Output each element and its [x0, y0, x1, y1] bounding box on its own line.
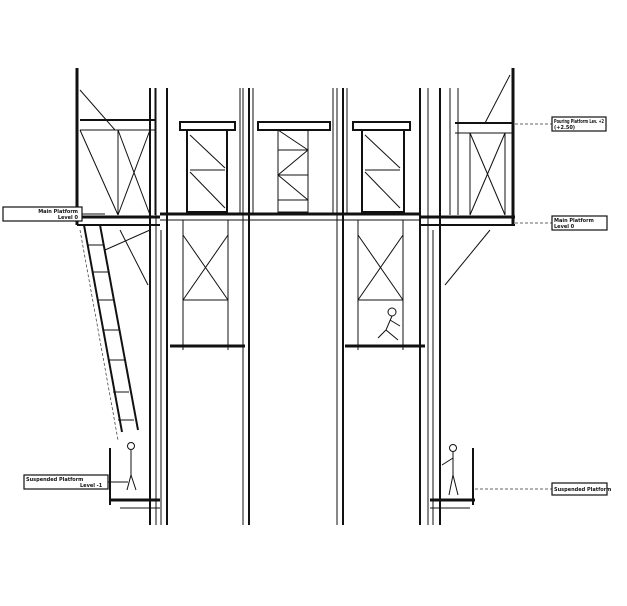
top-frames [160, 121, 420, 221]
label-line: Pouring Platform Lev. +2 [554, 119, 604, 125]
label-line: Level 0 [554, 224, 575, 230]
lower-bracing [170, 220, 425, 350]
label-line: Level 0 [58, 215, 79, 221]
label-line: Main Platform [554, 218, 594, 224]
ladder [79, 224, 139, 441]
worker-figure [126, 307, 459, 496]
label-main-platform-right: Main Platform Level 0 [551, 215, 608, 231]
leader-lines [82, 123, 552, 490]
label-line: (+2.50) [554, 125, 575, 131]
label-suspended-platform-right: Suspended Platform [551, 482, 611, 496]
label-line: Suspended Platform [26, 477, 83, 483]
right-side-frame [420, 68, 515, 286]
label-suspended-platform-left: Suspended Platform Level -1 [23, 474, 109, 490]
suspended-platforms [109, 448, 475, 509]
label-line: Level -1 [80, 483, 103, 489]
columns [149, 88, 459, 525]
left-side-frame [75, 68, 160, 286]
label-pouring-platform: Pouring Platform Lev. +2 (+2.50) [551, 116, 607, 132]
label-line: Main Platform [38, 209, 78, 215]
label-line: Suspended Platform [554, 487, 611, 493]
label-main-platform-left: Main Platform Level 0 [2, 206, 83, 222]
